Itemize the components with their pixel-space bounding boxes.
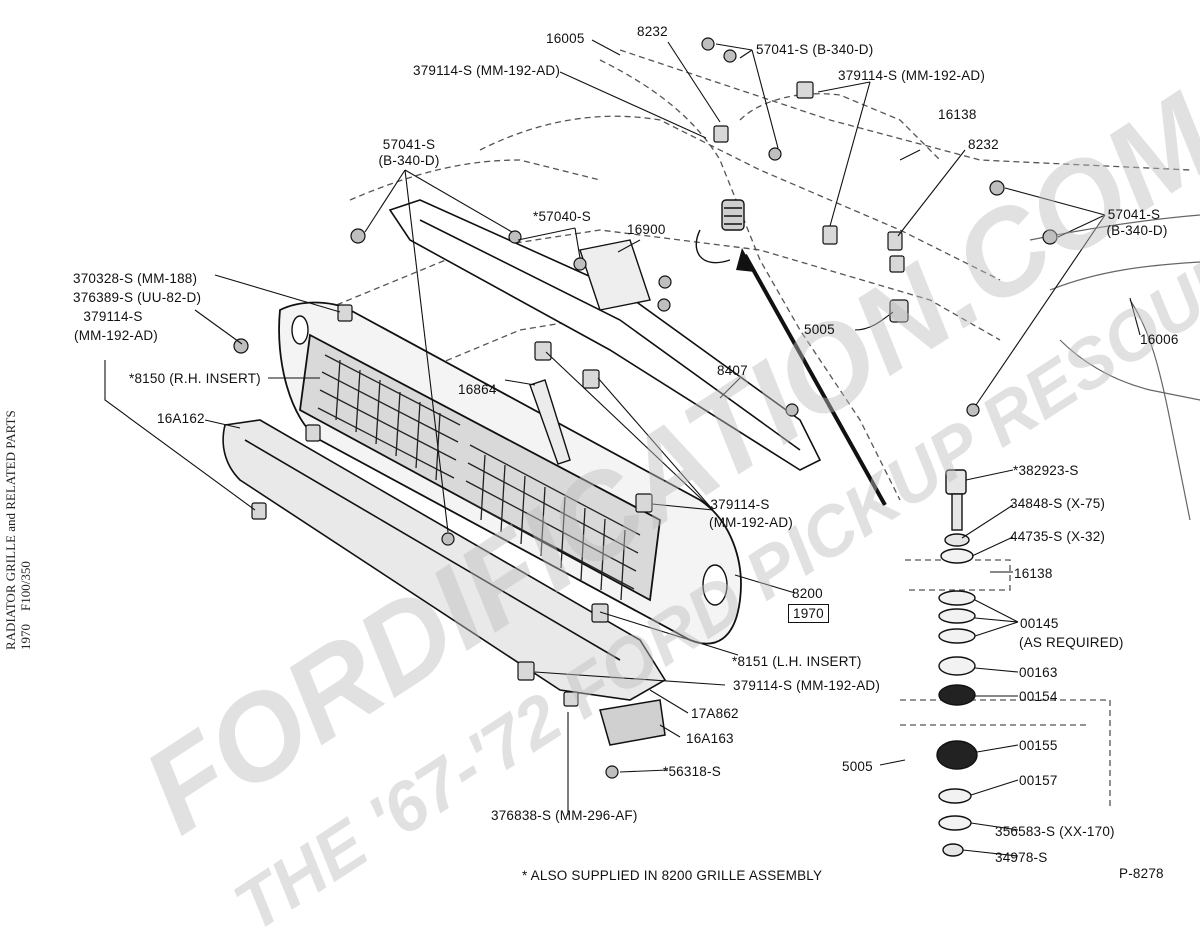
callout-57041-left-2: (B-340-D) (378, 153, 440, 168)
callout-57040: *57040-S (533, 209, 591, 224)
year-box-1970: 1970 (788, 604, 829, 623)
callout-00155: 00155 (1019, 738, 1058, 753)
hood-latch-spring (721, 199, 745, 231)
clip-nuts (251, 81, 909, 707)
callout-34848: 34848-S (X-75) (1010, 496, 1106, 511)
callout-16138-right: 16138 (1014, 566, 1053, 581)
gravel-deflector-16A163 (599, 699, 666, 746)
callout-379114-mid-2: (MM-192-AD) (709, 515, 793, 530)
callout-00145: 00145 (1020, 616, 1059, 631)
callout-16A162: 16A162 (157, 411, 205, 426)
callout-8407: 8407 (717, 363, 748, 378)
callout-57041-right-2: (B-340-D) (1106, 223, 1168, 238)
callout-00163: 00163 (1019, 665, 1058, 680)
callout-5005-top: 5005 (804, 322, 835, 337)
callout-16138-top: 16138 (938, 107, 977, 122)
callout-376838: 376838-S (MM-296-AF) (491, 808, 638, 823)
callout-382923: *382923-S (1013, 463, 1079, 478)
center-brace-16864 (529, 379, 571, 465)
footnote: * ALSO SUPPLIED IN 8200 GRILLE ASSEMBLY (522, 868, 823, 883)
callout-16864: 16864 (458, 382, 497, 397)
callout-8151: *8151 (L.H. INSERT) (732, 654, 862, 669)
pointer-arrow (743, 254, 887, 506)
grille-light-opening (291, 315, 309, 345)
callout-379114-left-2: (MM-192-AD) (74, 328, 158, 343)
grille-light-opening (702, 564, 728, 606)
callout-8232-right: 8232 (968, 137, 999, 152)
side-title-line1: RADIATOR GRILLE and RELATED PARTS (3, 410, 18, 650)
callout-8200: 8200 (792, 586, 823, 601)
callout-356583: 356583-S (XX-170) (995, 824, 1115, 839)
side-title-line2: 1970 F100/350 (18, 561, 33, 650)
callout-376389: 376389-S (UU-82-D) (73, 290, 202, 305)
radiator-mount-stack (936, 469, 978, 857)
callout-8150: *8150 (R.H. INSERT) (129, 371, 261, 386)
callout-379114-low: 379114-S (MM-192-AD) (733, 678, 881, 693)
side-title: RADIATOR GRILLE and RELATED PARTS 1970 F… (3, 410, 33, 650)
callout-44735: 44735-S (X-32) (1010, 529, 1106, 544)
callout-16A163: 16A163 (686, 731, 734, 746)
pointer-arrowhead (736, 248, 755, 272)
callout-370328: 370328-S (MM-188) (73, 271, 198, 286)
callout-8232-top: 8232 (637, 24, 668, 39)
callout-17A862: 17A862 (691, 706, 739, 721)
callout-16900: 16900 (627, 222, 666, 237)
leader-lines (104, 39, 1141, 857)
callout-00145-note: (AS REQUIRED) (1019, 635, 1124, 650)
grille-exploded-view-drawing (104, 37, 1200, 857)
lower-valance-17A862 (222, 419, 667, 701)
callout-57041-left-1: 57041-S (382, 137, 436, 152)
callout-00154: 00154 (1019, 689, 1058, 704)
callout-00157: 00157 (1019, 773, 1058, 788)
grille-inserts-8150-8151 (317, 354, 641, 601)
callout-57041-right-1: 57041-S (1107, 207, 1161, 222)
callout-379114-mid-1: 379114-S (710, 497, 770, 512)
callout-57041-top: 57041-S (B-340-D) (756, 42, 874, 57)
callout-5005-bottom: 5005 (842, 759, 873, 774)
callout-16005: 16005 (546, 31, 585, 46)
callout-379114-topleft: 379114-S (MM-192-AD) (413, 63, 561, 78)
callout-379114-topright: 379114-S (MM-192-AD) (838, 68, 986, 83)
figure-id: P-8278 (1119, 866, 1164, 881)
hood-lock-16900 (579, 229, 731, 311)
callout-16006: 16006 (1140, 332, 1179, 347)
callout-379114-left-1: 379114-S (83, 309, 143, 324)
callout-34978: 34978-S (995, 850, 1048, 865)
callout-56318: *56318-S (663, 764, 721, 779)
upper-support-bar-8407 (388, 199, 822, 471)
